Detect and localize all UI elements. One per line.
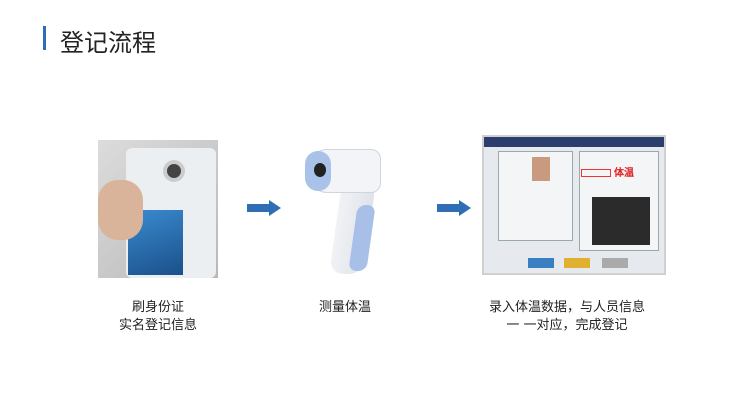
- temperature-label: 体温: [614, 168, 634, 179]
- arrow-right-icon: [437, 200, 471, 216]
- arrow-right-icon: [247, 200, 281, 216]
- caption-line: 一 一对应，完成登记: [506, 318, 628, 333]
- caption-line: 实名登记信息: [118, 318, 198, 333]
- step-1-caption: 刷身份证 实名登记信息: [119, 299, 197, 335]
- infrared-thermometer-photo: [305, 145, 385, 275]
- caption-line: 测量体温: [318, 300, 372, 315]
- title-accent-bar: [43, 26, 46, 50]
- registration-software-screenshot: 体温: [482, 135, 666, 275]
- step-2-caption: 测量体温: [319, 299, 371, 317]
- page-title: 登记流程: [60, 29, 156, 57]
- step-3-caption: 录入体温数据，与人员信息 一 一对应，完成登记: [489, 299, 645, 335]
- id-card-kiosk-photo: [98, 140, 218, 278]
- caption-line: 刷身份证: [131, 300, 185, 315]
- caption-line: 录入体温数据，与人员信息: [488, 300, 646, 315]
